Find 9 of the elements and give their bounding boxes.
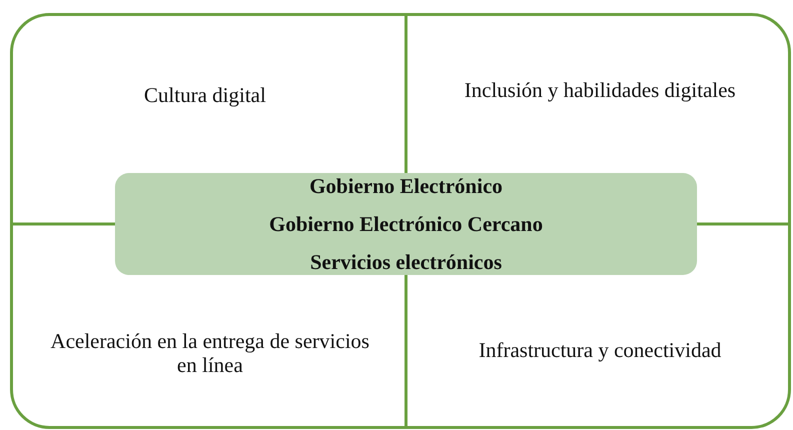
center-box (115, 173, 697, 275)
center-heading: Gobierno Electrónico Cercano (269, 211, 543, 238)
quadrant-label: Inclusión y habilidades digitales (464, 78, 736, 102)
quadrant-label: Infrastructura y conectividad (478, 338, 722, 362)
center-heading: Servicios electrónicos (310, 249, 502, 276)
quadrant-label: Cultura digital (144, 82, 266, 108)
quadrant-label: Aceleración en la entrega de servicios en línea (50, 328, 370, 378)
center-heading: Gobierno Electrónico (309, 173, 503, 200)
frame-outline (10, 13, 791, 429)
